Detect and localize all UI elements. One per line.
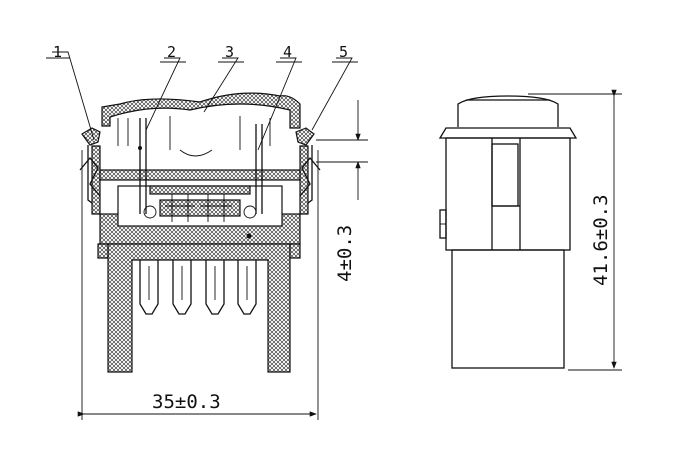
right-flange — [295, 127, 315, 146]
callout-5: 5 — [339, 43, 348, 61]
rocker-cap — [101, 92, 301, 129]
width-dim-label: 35±0.3 — [152, 391, 221, 413]
height-dimension: 41.6±0.3 — [528, 89, 622, 371]
side-view — [438, 95, 578, 369]
offset-dim-label: 4±0.3 — [334, 225, 356, 282]
lower-housing — [107, 243, 291, 373]
callout-1: 1 — [53, 43, 62, 61]
width-dimension: 35±0.3 — [77, 150, 319, 420]
height-dim-label: 41.6±0.3 — [590, 194, 612, 286]
callouts: 1 2 3 4 5 — [46, 43, 358, 151]
terminals — [139, 260, 257, 315]
offset-dimension: 4±0.3 — [316, 100, 368, 282]
rocker-dome — [457, 95, 559, 127]
callout-3: 3 — [225, 43, 234, 61]
callout-4: 4 — [283, 43, 292, 61]
callout-2: 2 — [167, 43, 176, 61]
section-view — [79, 92, 321, 373]
